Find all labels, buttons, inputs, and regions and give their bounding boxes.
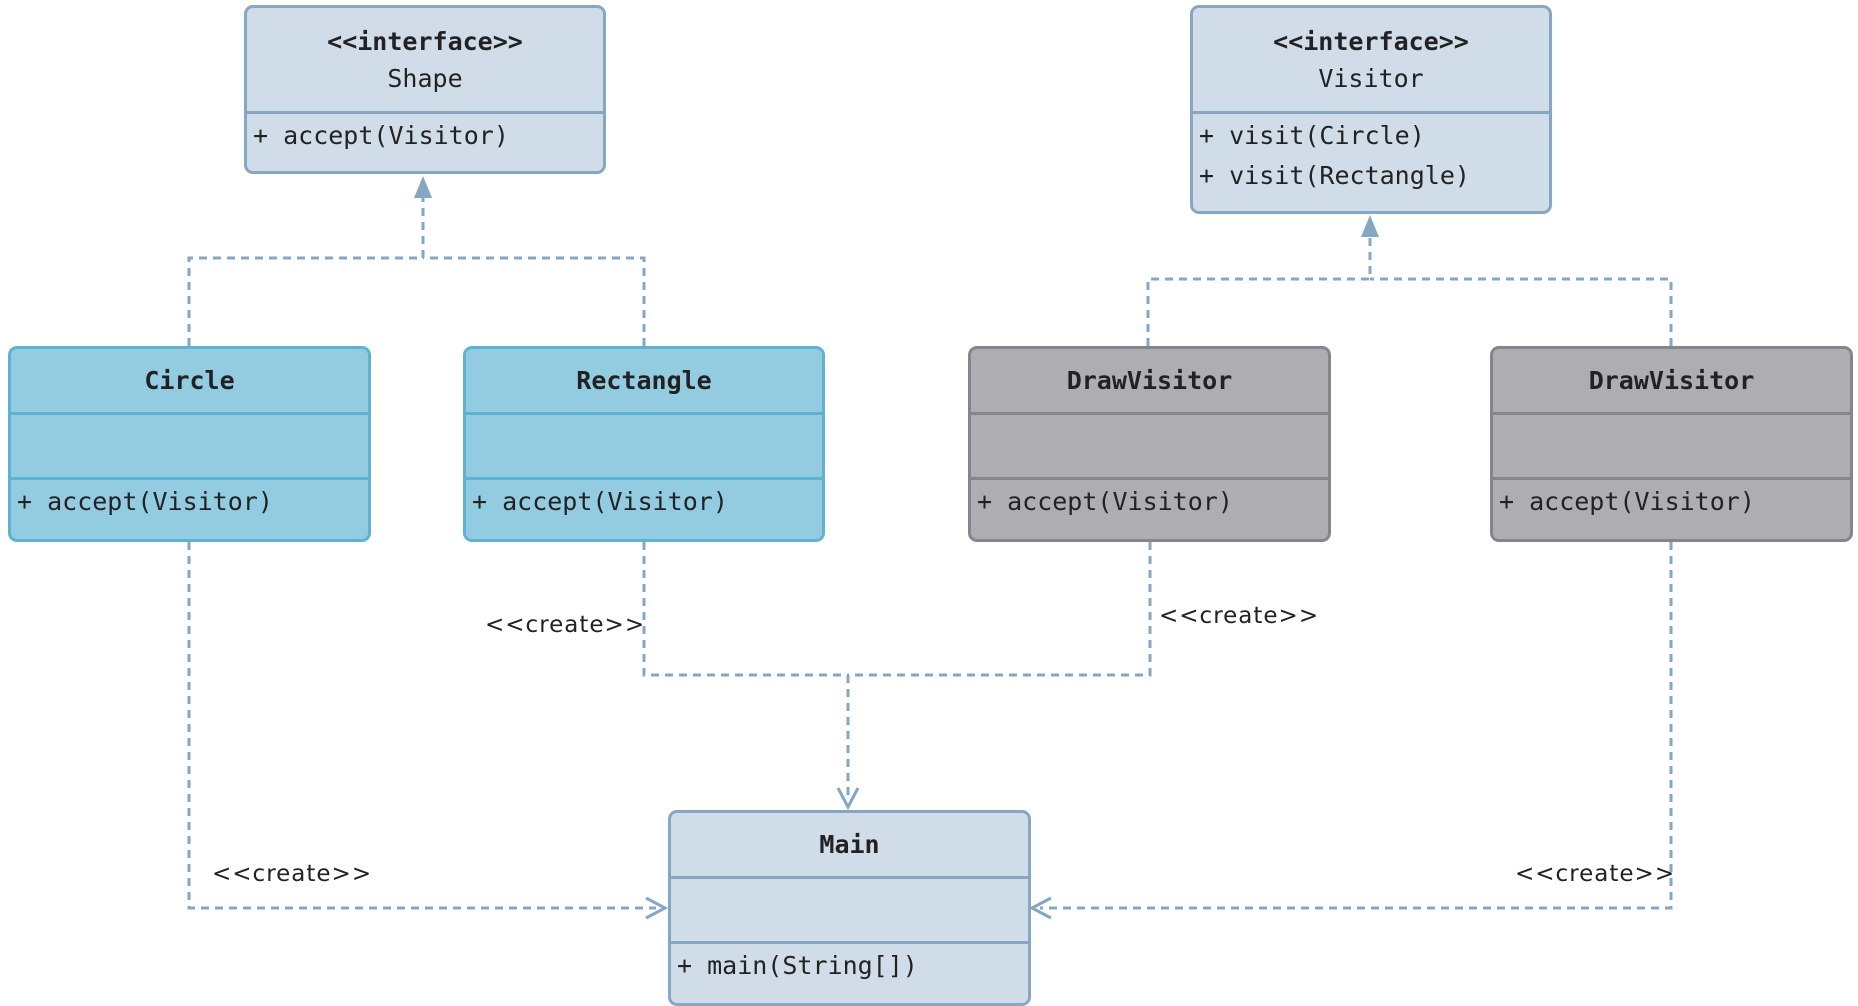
circle-name: Circle <box>144 366 235 395</box>
circle-class[interactable]: Circle + accept(Visitor) <box>8 346 371 542</box>
main-header: Main <box>671 813 1028 876</box>
visitor-arrowhead <box>1361 215 1379 237</box>
shape-interface-class[interactable]: <<interface>> Shape + accept(Visitor) <box>244 5 606 174</box>
rectangle-class[interactable]: Rectangle + accept(Visitor) <box>463 346 825 542</box>
circle-attributes <box>11 412 368 477</box>
visitor-name: Visitor <box>1318 63 1424 93</box>
drawvisitor-name: DrawVisitor <box>1588 366 1755 395</box>
drawvisitor-operation: + accept(Visitor) <box>977 487 1233 516</box>
shape-operations: + accept(Visitor) <box>247 111 603 171</box>
drawvisitor-attributes <box>971 412 1328 477</box>
drawvisitor2-create-main <box>1040 542 1673 910</box>
main-left-arrowhead <box>645 896 669 920</box>
rectangle-header: Rectangle <box>466 349 822 412</box>
visitor-stereotype: <<interface>> <box>1273 26 1469 56</box>
drawvisitor-class-2[interactable]: DrawVisitor + accept(Visitor) <box>1490 346 1853 542</box>
main-name: Main <box>819 830 880 859</box>
main-attributes <box>671 876 1028 941</box>
shape-stereotype: <<interface>> <box>327 26 523 56</box>
rectangle-create-main <box>642 542 848 677</box>
rectangle-operation: + accept(Visitor) <box>472 487 728 516</box>
rectangle-operations: + accept(Visitor) <box>466 477 822 539</box>
drawvisitor-header: DrawVisitor <box>1493 349 1850 412</box>
drawvisitor-operation: + accept(Visitor) <box>1499 487 1755 516</box>
circle-operations: + accept(Visitor) <box>11 477 368 539</box>
shape-operation: + accept(Visitor) <box>253 121 509 150</box>
rectangle-realizes-shape <box>423 256 646 346</box>
drawvisitor-operations: + accept(Visitor) <box>1493 477 1850 539</box>
shape-arrowhead <box>414 176 432 198</box>
drawvisitor-header: DrawVisitor <box>971 349 1328 412</box>
drawvisitor-class-1[interactable]: DrawVisitor + accept(Visitor) <box>968 346 1331 542</box>
visitor-operation: + visit(Rectangle) <box>1199 161 1470 190</box>
rectangle-name: Rectangle <box>576 366 712 395</box>
circle-header: Circle <box>11 349 368 412</box>
drawvisitor-attributes <box>1493 412 1850 477</box>
rectangle-attributes <box>466 412 822 477</box>
visitor-header: <<interface>> Visitor <box>1193 8 1549 111</box>
drawvisitor-operations: + accept(Visitor) <box>971 477 1328 539</box>
visitor-interface-class[interactable]: <<interface>> Visitor + visit(Circle) + … <box>1190 5 1552 214</box>
visitor-operation: + visit(Circle) <box>1199 121 1425 150</box>
circle-create-main <box>187 542 656 910</box>
main-operation: + main(String[]) <box>677 951 918 980</box>
drawvisitor1-create-main <box>848 542 1152 677</box>
shape-name: Shape <box>387 63 463 93</box>
drawvisitor2-realizes-visitor <box>1370 277 1673 346</box>
drawvisitor-create-label: <<create>> <box>1159 603 1320 629</box>
main-top-arrowhead <box>836 787 860 811</box>
visitor-operations: + visit(Circle) + visit(Rectangle) <box>1193 111 1549 211</box>
shape-header: <<interface>> Shape <box>247 8 603 111</box>
rectangle-create-label: <<create>> <box>485 612 646 638</box>
main-right-arrowhead <box>1028 896 1052 920</box>
drawvisitor1-realizes-visitor <box>1146 236 1372 346</box>
circle-realizes-shape <box>187 196 425 346</box>
circle-create-label: <<create>> <box>212 861 373 887</box>
main-class[interactable]: Main + main(String[]) <box>668 810 1031 1006</box>
drawvisitor-name: DrawVisitor <box>1066 366 1233 395</box>
drawvisitor-create-label: <<create>> <box>1515 861 1676 887</box>
main-operations: + main(String[]) <box>671 941 1028 1003</box>
circle-operation: + accept(Visitor) <box>17 487 273 516</box>
